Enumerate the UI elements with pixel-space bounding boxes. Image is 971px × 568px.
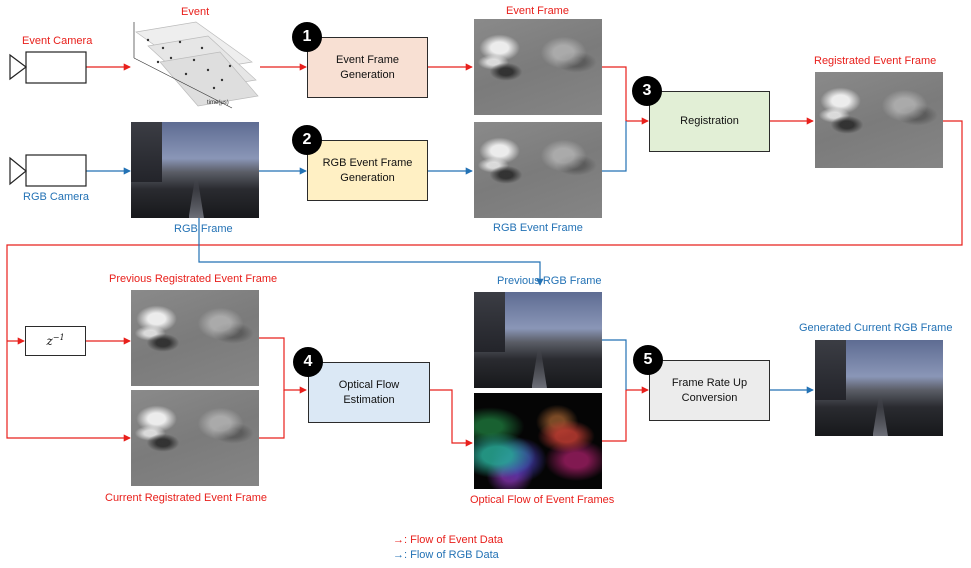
- registrated-event-frame-label: Registrated Event Frame: [814, 55, 937, 67]
- rgb-camera-label: RGB Camera: [23, 191, 90, 203]
- step-3-badge: 3: [632, 76, 662, 106]
- rgb-flow-lines: [86, 121, 814, 394]
- time-axis-label: time(μs): [207, 100, 229, 106]
- frame-rate-up-conversion-box: Frame Rate Up Conversion: [649, 360, 770, 421]
- delay-exponent: −1: [52, 332, 65, 342]
- step-5-badge: 5: [633, 345, 663, 375]
- event-camera-icon: [9, 51, 87, 84]
- legend-event-arrow: →: [393, 534, 404, 546]
- previous-rgb-frame-label: Previous RGB Frame: [497, 275, 602, 287]
- rgb-camera-icon: [9, 154, 87, 187]
- step4-line2: Estimation: [343, 393, 395, 406]
- event-cloud-graphic: [133, 21, 259, 109]
- generated-rgb-frame-image: [815, 340, 943, 436]
- step5-line1: Frame Rate Up: [671, 376, 748, 389]
- step4-line1: Optical Flow: [338, 378, 400, 391]
- legend-event-text: : Flow of Event Data: [404, 534, 504, 546]
- legend-rgb-text: : Flow of RGB Data: [404, 549, 499, 561]
- legend-rgb-flow: →: Flow of RGB Data: [393, 549, 499, 561]
- registrated-event-frame-image: [815, 72, 943, 168]
- delay-base: z: [46, 333, 53, 348]
- generated-rgb-frame-label: Generated Current RGB Frame: [799, 322, 953, 334]
- previous-rgb-frame-image: [474, 292, 602, 388]
- previous-registrated-event-frame-label: Previous Registrated Event Frame: [109, 273, 278, 285]
- current-registrated-event-frame-image: [131, 390, 259, 486]
- legend-rgb-arrow: →: [393, 549, 404, 561]
- step1-line2: Generation: [340, 68, 395, 81]
- event-frame-image: [474, 19, 602, 115]
- optical-flow-image: [474, 393, 602, 489]
- previous-registrated-event-frame-image: [131, 290, 259, 386]
- rgb-frame-image: [131, 122, 259, 218]
- rgb-event-frame-label: RGB Event Frame: [493, 222, 583, 234]
- step1-line1: Event Frame: [336, 53, 399, 66]
- event-flow-lines: [6, 63, 963, 447]
- event-label: Event: [181, 6, 210, 18]
- step-4-badge: 4: [293, 347, 323, 377]
- step2-line2: Generation: [340, 171, 395, 184]
- delay-box: z−1: [25, 326, 86, 356]
- step-1-badge: 1: [292, 22, 322, 52]
- event-camera-label: Event Camera: [22, 35, 93, 47]
- step5-line2: Conversion: [681, 391, 738, 404]
- event-frame-label: Event Frame: [506, 5, 569, 17]
- current-registrated-event-frame-label: Current Registrated Event Frame: [105, 492, 268, 504]
- rgb-event-frame-image: [474, 122, 602, 218]
- legend-event-flow: →: Flow of Event Data: [393, 534, 503, 546]
- event-points: [146, 38, 232, 90]
- step-2-badge: 2: [292, 125, 322, 155]
- rgb-frame-label: RGB Frame: [174, 223, 233, 235]
- optical-flow-label: Optical Flow of Event Frames: [470, 494, 615, 506]
- step2-line1: RGB Event Frame: [322, 156, 413, 169]
- step3-line1: Registration: [680, 115, 739, 128]
- registration-box: Registration: [649, 91, 770, 152]
